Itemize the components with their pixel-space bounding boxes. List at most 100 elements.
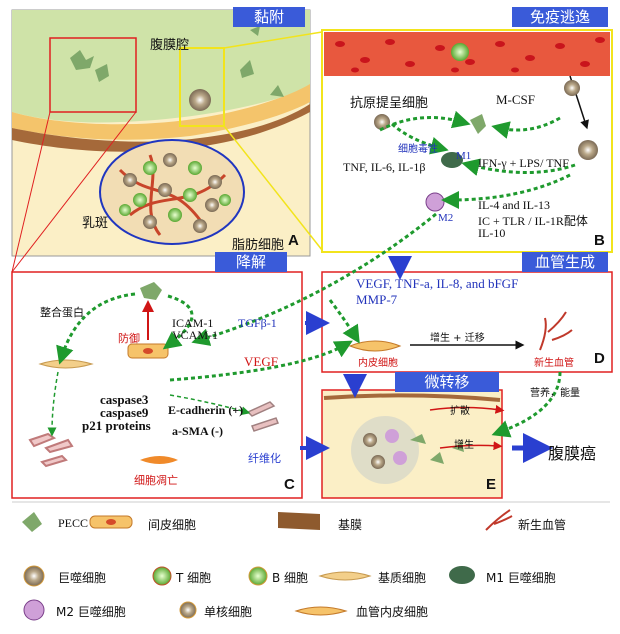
panel-d-frame [321,271,613,373]
label-tnf: TNF, IL-6, IL-1β [343,160,426,174]
legend-m1mac: M1 巨噬细胞 [486,571,556,585]
label-mcsf: M-CSF [496,92,536,107]
label-spread: 扩散 [450,406,470,417]
m2-macrophage-b [425,192,445,212]
m1-macrophage-b [441,152,463,168]
label-il10: IL-10 [478,226,506,240]
highlighted-macrophage [189,89,211,111]
new-vessel-d [539,311,573,351]
legend-stromal-icon [318,571,372,581]
milky-spot-cells [119,153,231,233]
label-integrin: 整合蛋白 [40,306,84,319]
label-p21: p21 proteins [82,418,151,433]
label-apc: 抗原提呈细胞 [350,96,429,111]
mesothelial-layer [12,84,310,140]
pecc-cells-a [70,26,284,97]
legend-m2mac: M2 巨噬细胞 [56,605,126,619]
zoom-line-4 [223,125,323,251]
pecc-c [140,282,162,300]
label-ifn: IFN-γ + LPS/ TNF [478,156,569,170]
tumor-cells [363,429,464,469]
header-adhesion: 黏附 [233,7,305,27]
label-prolif-e: 增生 [454,440,474,451]
legend-basement: 基膜 [338,518,363,532]
label-icam: ICAM-1 [172,316,214,330]
legend-newvessel-icon [485,509,513,531]
monocyte-exit-arrow [569,75,589,130]
header-micrometastasis: 微转移 [395,372,499,392]
milky-spot-outline [99,139,245,245]
legend-macrophage: 巨噬细胞 [58,571,107,585]
zoom-line-3 [223,31,323,49]
label-caspase9: caspase9 [100,405,149,420]
label-factors2: MMP-7 [356,292,398,307]
label-apoptosis: 细胞凋亡 [134,474,178,487]
label-defense: 防御 [118,332,140,345]
legend-monocyte-icon [179,601,197,619]
label-m1: M1 [456,150,472,162]
antigen-presenting-cell [374,114,390,130]
legend-macrophage-icon [23,565,45,587]
label-adipocyte: 脂肪细胞 [232,238,285,253]
legend-m2-icon [23,599,45,621]
legend-stromal: 基质细胞 [378,571,427,585]
label-newvessel-d: 新生血管 [534,358,574,369]
legend-newvessel: 新生血管 [518,518,567,532]
endothelial-cell-d [348,340,402,352]
legend-mesothelial: 间皮细胞 [148,518,197,532]
label-prolif-d: 增生 + 迁移 [430,333,485,344]
connecting-arrows [169,212,562,463]
panel-c-green-arrows [47,292,251,437]
label-factors1: VEGF, TNF-a, IL-8, and bFGF [356,276,519,291]
panel-letter-d: D [594,350,605,367]
header-angiogenesis: 血管生成 [522,252,608,272]
label-endo: 内皮细胞 [358,358,398,369]
label-ecad: E-cadherin (+) [168,403,244,417]
legend-tcell-icon [152,566,172,586]
legend-bcell: B 细胞 [272,571,309,585]
legend-pecc: PECC [58,516,89,530]
panel-letter-e: E [486,476,497,493]
macrophage-b [578,140,598,160]
zoom-line-2 [11,111,51,273]
label-cytotox: 细胞毒性 [398,144,438,155]
zoom-line-1 [11,111,137,273]
label-caspase3: caspase3 [100,392,149,407]
label-vcam: VCAM-1 [172,328,219,342]
b-cell-in-vessel [451,43,469,61]
pecc-b [470,114,486,134]
monocyte-b [564,80,580,96]
label-il4: IL-4 and IL-13 [478,198,550,212]
panel-a [11,9,323,273]
panel-b [321,29,613,253]
panel-a-zoom-box-red [49,37,137,113]
header-immune-escape: 免疫逃逸 [512,7,608,27]
panel-letter-b: B [594,232,605,249]
legend-m1-icon [449,566,475,584]
label-m2: M2 [438,212,454,224]
legend-icons [12,501,610,621]
legend-basement-icon [278,512,320,530]
panel-c [11,271,303,499]
tumor-nodule [351,416,419,484]
label-fibrosis: 纤维化 [248,452,281,465]
panel-letter-c: C [284,476,295,493]
label-cavity: 腹膜腔 [150,38,190,53]
label-cancer: 腹膜癌 [548,444,597,463]
panel-b-green-arrows [379,110,576,209]
panel-letter-a: A [288,232,299,249]
panel-a-zoom-box-yellow [179,47,225,127]
legend-monocyte: 单核细胞 [204,605,253,619]
label-tgf: TGFβ-1 [238,316,277,330]
legend-tcell: T 细胞 [176,571,212,585]
legend-bcell-icon [248,566,268,586]
label-nutrition: 营养，能量 [530,388,580,399]
red-blood-cells [335,37,605,73]
panel-d [321,271,613,373]
label-vegf: VEGF [244,354,278,369]
apoptotic-cell [140,456,178,464]
legend-pecc-icon [22,512,42,532]
panel-e [321,389,505,499]
legend-vascular-endo: 血管内皮细胞 [356,605,429,619]
